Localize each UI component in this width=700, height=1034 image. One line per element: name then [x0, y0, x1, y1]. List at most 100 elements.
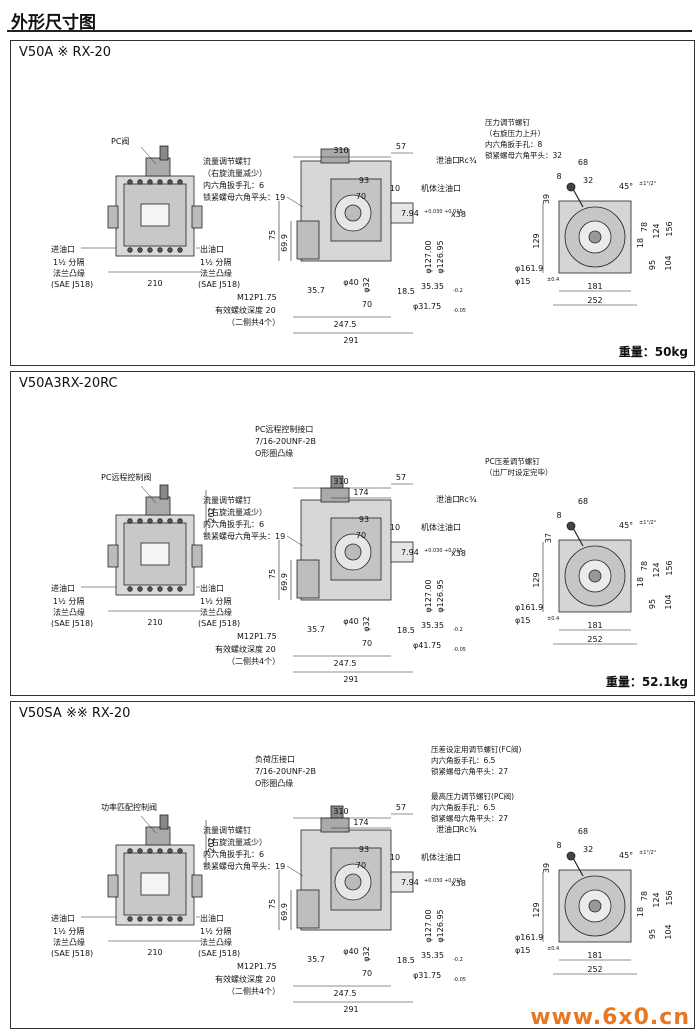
- inlet-label: 进油口: [51, 913, 75, 923]
- leader-line: [286, 865, 304, 877]
- dim-15-tol: ±0.4: [547, 946, 559, 952]
- dim-247.5: 247.5: [334, 659, 357, 668]
- side-inlet-flange: [296, 559, 320, 599]
- thread-size: M12P1.75: [237, 293, 277, 302]
- dim-31.75-tol: -0.05: [453, 647, 466, 653]
- outlet-size: 1½ 分隔: [200, 597, 231, 606]
- side-view-shaft-hub: [344, 204, 362, 222]
- side-valve: [320, 487, 350, 503]
- dim-15: φ15: [515, 616, 530, 625]
- dim-124: 124: [652, 892, 661, 907]
- outlet-std: (SAE J518): [198, 619, 240, 628]
- valve-label: PC远程控制阀: [101, 472, 151, 482]
- dim-69.9: 69.9: [280, 234, 289, 252]
- adjust-screw: [572, 857, 584, 877]
- dim-10: 10: [390, 523, 400, 532]
- dim-70: 70: [356, 531, 366, 540]
- flow-screw-hex: 内六角扳手孔：6: [203, 180, 264, 190]
- dim-252: 252: [587, 965, 602, 974]
- pc-valve-knob: [159, 484, 169, 500]
- oil-fill-label: 机体注油口: [421, 522, 461, 532]
- dim-40: φ40: [343, 278, 358, 287]
- leader-line: [140, 485, 157, 504]
- oil-fill-label: 机体注油口: [421, 852, 461, 862]
- bolt-head: [127, 247, 133, 253]
- flow-screw-hex: 内六角扳手孔：6: [203, 519, 264, 529]
- thread-size: M12P1.75: [237, 962, 277, 971]
- dim-202: 202: [207, 837, 216, 852]
- panel-weight: 重量：50kg: [618, 345, 688, 359]
- panel-model: V50SA ※※ RX-20: [19, 706, 131, 721]
- remote-port-label: 负荷压接口: [255, 754, 295, 764]
- outlet-label: 出油口: [200, 244, 224, 254]
- dim-7.94-tol: +0.030 +0.015: [424, 209, 463, 215]
- outlet-size: 1½ 分隔: [200, 258, 231, 267]
- inlet-size: 1½ 分隔: [53, 258, 84, 267]
- bolt-head: [177, 916, 183, 922]
- bolt-head: [167, 916, 173, 922]
- dim-310: 310: [333, 807, 348, 816]
- dim-45deg: 45°: [619, 182, 633, 191]
- dim-45deg-tol: ±1°/2°: [639, 850, 657, 856]
- dim-161.9: φ161.9: [515, 264, 543, 273]
- dim-35.35: 35.35: [421, 621, 444, 630]
- dim-35.35: 35.35: [421, 282, 444, 291]
- dim-18.5: 18.5: [397, 956, 415, 965]
- leader-line: [140, 815, 157, 834]
- end-view-face: [123, 852, 187, 916]
- bolt-head: [147, 848, 153, 854]
- dim-15-tol: ±0.4: [547, 616, 559, 622]
- oil-fill-label: 机体注油口: [421, 183, 461, 193]
- thread-depth: 有效螺纹深度 20: [215, 305, 276, 315]
- adjust-screw-label-3: 锁紧螺母六角平头：32: [485, 150, 562, 160]
- remote-port-flange: O形圈凸缘: [255, 778, 293, 788]
- dim-35.35-tol: -0.2: [453, 957, 463, 963]
- bolt-head: [167, 518, 173, 524]
- adjust-screw: [572, 527, 584, 547]
- flow-screw-nut: 锁紧螺母六角平头：19: [203, 531, 285, 541]
- adjust-screw: [572, 188, 584, 208]
- dim-57: 57: [396, 473, 406, 482]
- bolt-head: [127, 586, 133, 592]
- valve-label: PC阀: [111, 137, 129, 146]
- bolt-head: [157, 247, 163, 253]
- dim-75: 75: [268, 230, 277, 240]
- dim-31.75-tol: -0.05: [453, 977, 466, 983]
- bolt-head: [147, 518, 153, 524]
- bolt-head: [137, 179, 143, 185]
- inlet-flange: [107, 205, 119, 229]
- flow-screw-label: 流量调节螺钉: [203, 495, 251, 505]
- back-view-shaft: [588, 569, 602, 583]
- dim-310: 310: [333, 146, 348, 155]
- bolt-head: [157, 586, 163, 592]
- dim-32: φ32: [362, 277, 371, 292]
- dim-18: 18: [636, 238, 645, 248]
- dim-45deg-tol: ±1°/2°: [639, 520, 657, 526]
- outlet-flange: [191, 544, 203, 568]
- dim-310: 310: [333, 477, 348, 486]
- inlet-label: 进油口: [51, 583, 75, 593]
- dim-68: 68: [578, 497, 588, 506]
- dim-39: 39: [542, 863, 551, 873]
- dim-75: 75: [268, 569, 277, 579]
- dim-104: 104: [664, 255, 673, 270]
- dim-32r: 32: [583, 176, 593, 185]
- dim-126.95: φ126.95: [436, 240, 445, 273]
- dim-69.9: 69.9: [280, 573, 289, 591]
- dim-75: 75: [268, 899, 277, 909]
- dim-70b: 70: [362, 639, 372, 648]
- side-inlet-flange: [296, 889, 320, 929]
- dim-70: 70: [356, 192, 366, 201]
- dim-127: φ127.00: [424, 909, 433, 942]
- dim-93: 93: [359, 176, 369, 185]
- pc-valve-body: [145, 157, 171, 177]
- dim-35.7: 35.7: [307, 955, 325, 964]
- inlet-std: (SAE J518): [51, 949, 93, 958]
- dim-127: φ127.00: [424, 240, 433, 273]
- dim-291: 291: [343, 336, 358, 345]
- inlet-flange-label: 法兰凸缘: [53, 937, 85, 947]
- outlet-std: (SAE J518): [198, 949, 240, 958]
- bolt-head: [147, 179, 153, 185]
